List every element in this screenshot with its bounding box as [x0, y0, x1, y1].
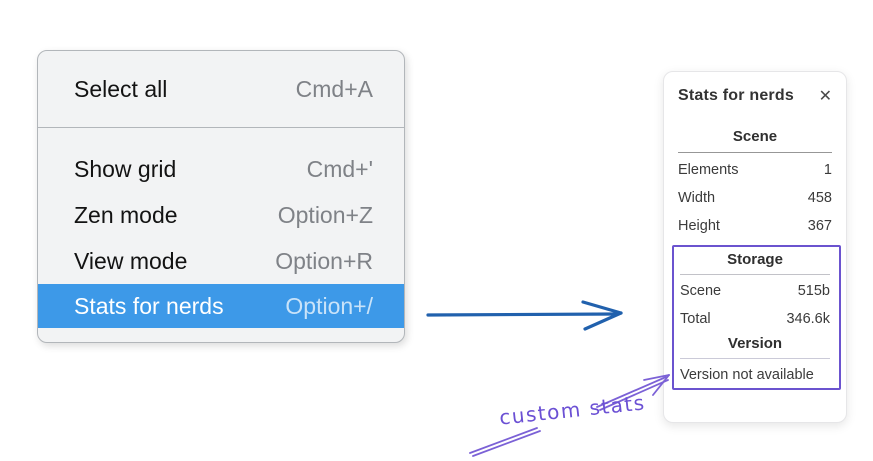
menu-item-stats-for-nerds[interactable]: Stats for nerds Option+/: [38, 284, 404, 328]
stat-row-total-size: Total 346.6k: [680, 305, 830, 333]
menu-spacer: [38, 328, 404, 342]
menu-item-label: Select all: [74, 75, 168, 102]
storage-section: Storage Scene 515b Total 346.6k: [680, 251, 830, 333]
section-divider: [678, 152, 832, 153]
menu-item-label: Zen mode: [74, 201, 178, 228]
stat-row-height: Height 367: [678, 212, 832, 240]
stat-value: 367: [807, 218, 832, 234]
scene-section-header: Scene: [732, 128, 778, 145]
stat-row-elements: Elements 1: [678, 156, 832, 184]
menu-item-show-grid[interactable]: Show grid Cmd+': [38, 146, 404, 192]
menu-item-shortcut: Option+Z: [277, 201, 373, 228]
stat-label: Elements: [678, 162, 739, 178]
menu-item-shortcut: Option+R: [275, 247, 373, 274]
menu-item-shortcut: Cmd+A: [295, 75, 373, 102]
stat-label: Width: [678, 190, 716, 206]
stat-row-width: Width 458: [678, 184, 832, 212]
stat-row-scene-size: Scene 515b: [680, 277, 830, 305]
menu-item-label: View mode: [74, 247, 188, 274]
close-icon[interactable]: ✕: [818, 86, 832, 105]
blue-arrow: [426, 300, 623, 331]
menu-item-label: Stats for nerds: [74, 292, 224, 319]
menu-item-zen-mode[interactable]: Zen mode Option+Z: [38, 192, 404, 238]
menu-item-select-all[interactable]: Select all Cmd+A: [38, 51, 404, 127]
stat-value: 515b: [797, 283, 830, 299]
stats-panel-header: Stats for nerds ✕: [678, 85, 832, 107]
stat-label: Scene: [680, 283, 722, 299]
custom-stats-annotation: custom stats: [498, 390, 647, 430]
version-section: Version Version not available: [680, 335, 830, 383]
menu-divider: [38, 127, 404, 128]
stat-value: 346.6k: [786, 311, 830, 327]
stat-value: 458: [807, 190, 832, 206]
menu-item-label: Show grid: [74, 155, 177, 182]
menu-item-view-mode[interactable]: View mode Option+R: [38, 238, 404, 284]
menu-item-shortcut: Cmd+': [306, 155, 373, 182]
menu-item-shortcut: Option+/: [285, 292, 373, 319]
storage-section-header: Storage: [727, 251, 783, 268]
section-divider: [680, 358, 830, 359]
version-note: Version not available: [680, 367, 814, 383]
section-divider: [680, 274, 830, 275]
stat-label: Total: [680, 311, 711, 327]
stat-value: 1: [823, 162, 832, 178]
stats-panel: Stats for nerds ✕ Scene Elements 1 Width…: [663, 71, 847, 423]
menu-spacer: [38, 128, 404, 146]
context-menu: Select all Cmd+A Show grid Cmd+' Zen mod…: [37, 50, 405, 343]
scene-section: Scene Elements 1 Width 458 Height 367: [678, 128, 832, 240]
stats-panel-title: Stats for nerds: [678, 87, 794, 104]
version-section-header: Version: [727, 335, 783, 352]
custom-stats-highlight-box: Storage Scene 515b Total 346.6k Version …: [672, 245, 841, 390]
stat-label: Height: [678, 218, 720, 234]
